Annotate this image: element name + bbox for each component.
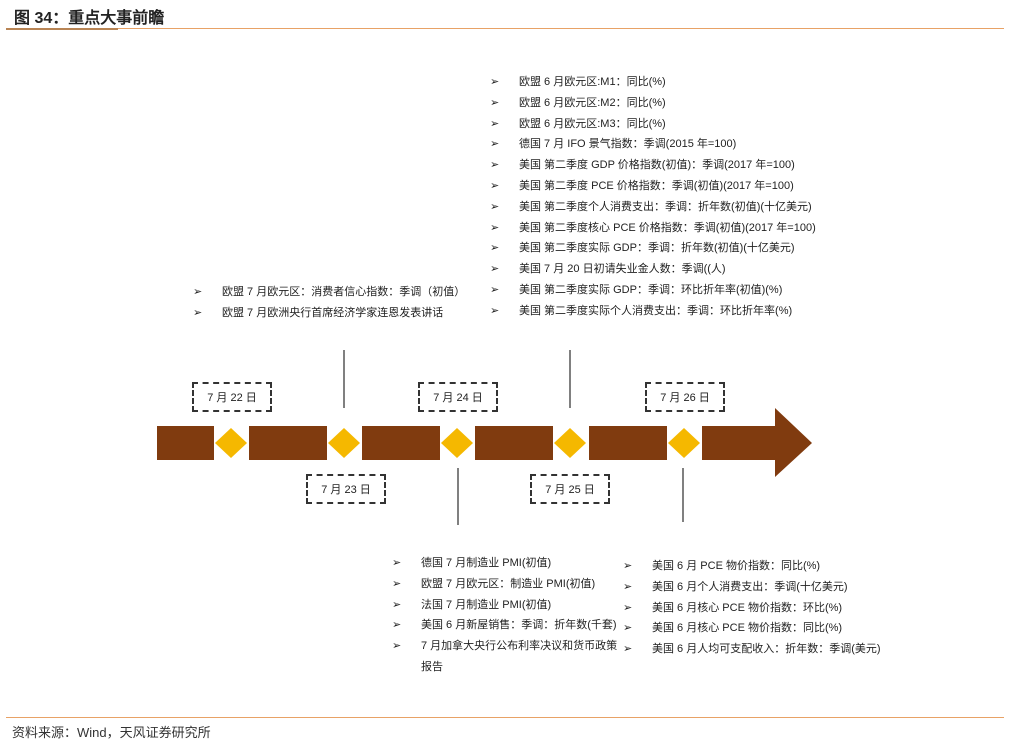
list-item: ➢欧盟 6 月欧元区:M3：同比(%) [490,114,816,135]
event-list-jul24: ➢德国 7 月制造业 PMI(初值) ➢欧盟 7 月欧元区：制造业 PMI(初值… [392,553,622,678]
timeline-arrow-head [702,408,812,477]
timeline-segment-1 [157,426,214,460]
date-label-jul24: 7 月 24 日 [433,392,483,404]
arrow-bullet-icon: ➢ [490,159,500,172]
list-item: ➢美国 第二季度 GDP 价格指数(初值)：季调(2017 年=100) [490,155,816,176]
arrow-bullet-icon: ➢ [392,640,402,653]
date-diamond-jul24 [441,428,473,458]
title-rule-accent [6,28,118,30]
list-item: ➢欧盟 7 月欧洲央行首席经济学家连恩发表讲话 [193,303,465,324]
arrow-bullet-icon: ➢ [623,601,633,614]
arrow-bullet-icon: ➢ [490,221,500,234]
arrow-bullet-icon: ➢ [490,76,500,88]
arrow-bullet-icon: ➢ [490,200,500,213]
date-label-jul22: 7 月 22 日 [207,392,257,404]
arrow-bullet-icon: ➢ [490,179,500,192]
date-diamond-jul23 [328,428,360,458]
arrow-bullet-icon: ➢ [490,263,500,276]
event-list-jul25: ➢欧盟 6 月欧元区:M1：同比(%) ➢欧盟 6 月欧元区:M2：同比(%) … [490,72,816,322]
arrow-bullet-icon: ➢ [392,598,402,611]
list-item: ➢美国 第二季度个人消费支出：季调：折年数(初值)(十亿美元) [490,197,816,218]
list-item: ➢美国 7 月 20 日初请失业金人数：季调((人) [490,259,816,280]
date-label-jul25: 7 月 25 日 [545,484,595,496]
list-item: ➢美国 6 月 PCE 物价指数：同比(%) [623,556,881,577]
list-item: ➢欧盟 6 月欧元区:M1：同比(%) [490,72,816,93]
list-item: ➢美国 6 月核心 PCE 物价指数：同比(%) [623,618,881,639]
arrow-bullet-icon: ➢ [490,138,500,151]
figure-title: 图 34：重点大事前瞻 [14,10,165,27]
date-box-jul22: 7 月 22 日 [192,382,272,412]
list-item: ➢美国 6 月核心 PCE 物价指数：环比(%) [623,598,881,619]
date-box-jul25: 7 月 25 日 [530,474,610,504]
arrow-bullet-icon: ➢ [490,96,500,109]
arrow-bullet-icon: ➢ [490,117,500,130]
arrow-bullet-icon: ➢ [623,560,633,572]
event-list-jul22: ➢欧盟 7 月欧元区：消费者信心指数：季调（初值） ➢欧盟 7 月欧洲央行首席经… [193,282,465,324]
arrow-bullet-icon: ➢ [193,306,203,319]
date-diamond-jul22 [215,428,247,458]
date-box-jul26: 7 月 26 日 [645,382,725,412]
list-item: ➢美国 第二季度核心 PCE 价格指数：季调(初值)(2017 年=100) [490,218,816,239]
timeline-segment-2 [249,426,327,460]
arrow-bullet-icon: ➢ [392,619,402,632]
list-item: ➢美国 6 月个人消费支出：季调(十亿美元) [623,577,881,598]
list-item: ➢欧盟 6 月欧元区:M2：同比(%) [490,93,816,114]
date-diamond-jul25 [554,428,586,458]
source-note: 资料来源：Wind，天风证券研究所 [12,725,211,740]
list-item: ➢美国 6 月新屋销售：季调：折年数(千套) [392,615,622,636]
list-item: ➢美国 第二季度实际 GDP：季调：折年数(初值)(十亿美元) [490,238,816,259]
timeline-segment-5 [589,426,667,460]
title-rule [118,28,1004,29]
event-list-jul26: ➢美国 6 月 PCE 物价指数：同比(%) ➢美国 6 月个人消费支出：季调(… [623,556,881,660]
arrow-bullet-icon: ➢ [392,557,402,569]
list-item: ➢美国 第二季度实际 GDP：季调：环比折年率(初值)(%) [490,280,816,301]
footer-rule [6,717,1004,718]
date-box-jul24: 7 月 24 日 [418,382,498,412]
date-label-jul23: 7 月 23 日 [321,484,371,496]
arrow-bullet-icon: ➢ [490,242,500,255]
list-item: ➢美国 6 月人均可支配收入：折年数：季调(美元) [623,639,881,660]
list-item: ➢德国 7 月制造业 PMI(初值) [392,553,622,574]
timeline-segment-4 [475,426,553,460]
arrow-bullet-icon: ➢ [490,283,500,296]
list-item: ➢法国 7 月制造业 PMI(初值) [392,595,622,616]
list-item: ➢美国 第二季度 PCE 价格指数：季调(初值)(2017 年=100) [490,176,816,197]
list-item: ➢美国 第二季度实际个人消费支出：季调：环比折年率(%) [490,301,816,322]
date-diamond-jul26 [668,428,700,458]
list-item: ➢欧盟 7 月欧元区：消费者信心指数：季调（初值） [193,282,465,303]
date-label-jul26: 7 月 26 日 [660,392,710,404]
arrow-bullet-icon: ➢ [490,304,500,317]
arrow-bullet-icon: ➢ [392,577,402,590]
arrow-bullet-icon: ➢ [623,580,633,593]
arrow-bullet-icon: ➢ [623,622,633,635]
arrow-bullet-icon: ➢ [623,643,633,656]
timeline-segment-3 [362,426,440,460]
list-item: ➢7 月加拿大央行公布利率决议和货币政策报告 [392,636,622,678]
date-box-jul23: 7 月 23 日 [306,474,386,504]
list-item: ➢德国 7 月 IFO 景气指数：季调(2015 年=100) [490,134,816,155]
arrow-bullet-icon: ➢ [193,286,203,298]
list-item: ➢欧盟 7 月欧元区：制造业 PMI(初值) [392,574,622,595]
